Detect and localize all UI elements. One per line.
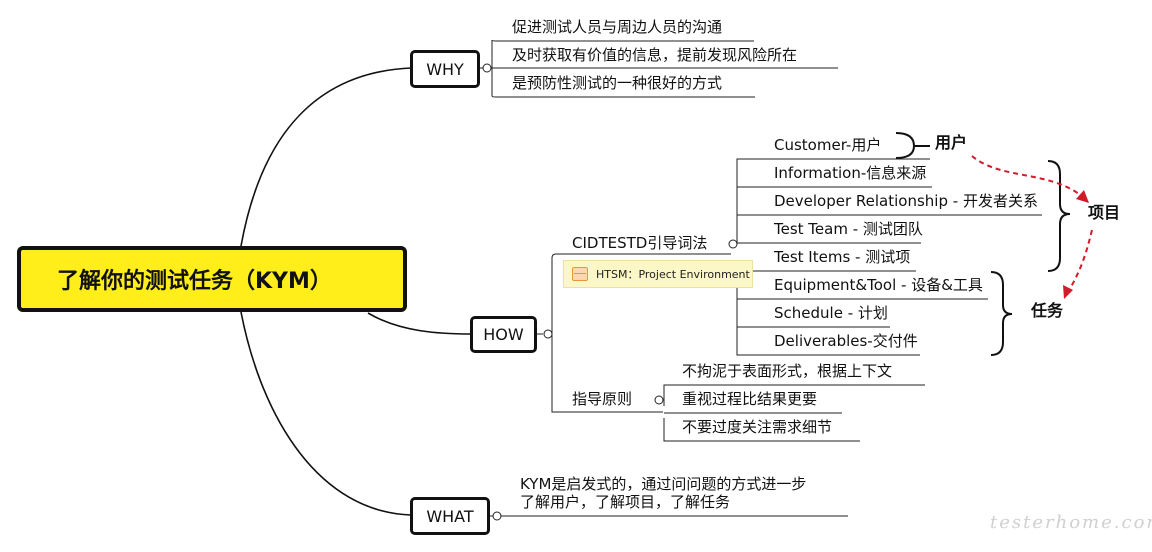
note-icon (572, 267, 588, 281)
note-callout[interactable]: HTSM：Project Environment (563, 260, 753, 288)
cidtestd-topic[interactable]: CIDTESTD引导词法 (572, 234, 708, 252)
task-brace (990, 271, 1013, 356)
why-topic[interactable]: WHY (410, 50, 480, 88)
cidtestd-item[interactable]: Test Items - 测试项 (774, 248, 911, 266)
why-item[interactable]: 及时获取有价值的信息，提前发现风险所在 (512, 46, 798, 64)
project-brace (1047, 160, 1071, 272)
cidtestd-item[interactable]: Schedule - 计划 (774, 304, 888, 322)
group-project-label[interactable]: 项目 (1088, 203, 1121, 222)
cidtestd-item[interactable]: Deliverables-交付件 (774, 332, 918, 350)
user-brace (895, 132, 930, 159)
principle-item[interactable]: 不要过度关注需求细节 (682, 418, 833, 436)
why-label: WHY (426, 59, 464, 79)
group-task-label[interactable]: 任务 (1031, 301, 1064, 320)
project-to-task-arrow (1067, 229, 1093, 293)
cidtestd-item[interactable]: Test Team - 测试团队 (774, 220, 923, 238)
cidtestd-item[interactable]: Customer-用户 (774, 136, 882, 154)
what-topic[interactable]: WHAT (410, 497, 490, 535)
cidtestd-item[interactable]: Equipment&Tool - 设备&工具 (774, 276, 983, 294)
why-item[interactable]: 是预防性测试的一种很好的方式 (512, 74, 723, 92)
why-item[interactable]: 促进测试人员与周边人员的沟通 (512, 18, 723, 36)
how-topic[interactable]: HOW (470, 316, 537, 353)
principle-item[interactable]: 不拘泥于表面形式，根据上下文 (682, 362, 893, 380)
user-to-project-arrow (971, 155, 1084, 198)
cidtestd-item[interactable]: Developer Relationship - 开发者关系 (774, 192, 1038, 210)
what-item-line2[interactable]: 了解用户，了解项目，了解任务 (520, 493, 731, 511)
how-label: HOW (483, 325, 524, 344)
central-topic-label: 了解你的测试任务（KYM） (57, 269, 332, 294)
what-label: WHAT (426, 506, 474, 526)
what-item-line1[interactable]: KYM是启发式的，通过问问题的方式进一步 (520, 475, 807, 493)
watermark: testerhome.com (990, 512, 1152, 533)
central-topic[interactable]: 了解你的测试任务（KYM） (17, 246, 407, 312)
principle-item[interactable]: 重视过程比结果更要 (682, 390, 818, 408)
group-user-label[interactable]: 用户 (935, 133, 968, 152)
cidtestd-item[interactable]: Information-信息来源 (774, 164, 927, 182)
note-text: HTSM：Project Environment (596, 268, 750, 281)
principles-topic[interactable]: 指导原则 (572, 390, 633, 408)
